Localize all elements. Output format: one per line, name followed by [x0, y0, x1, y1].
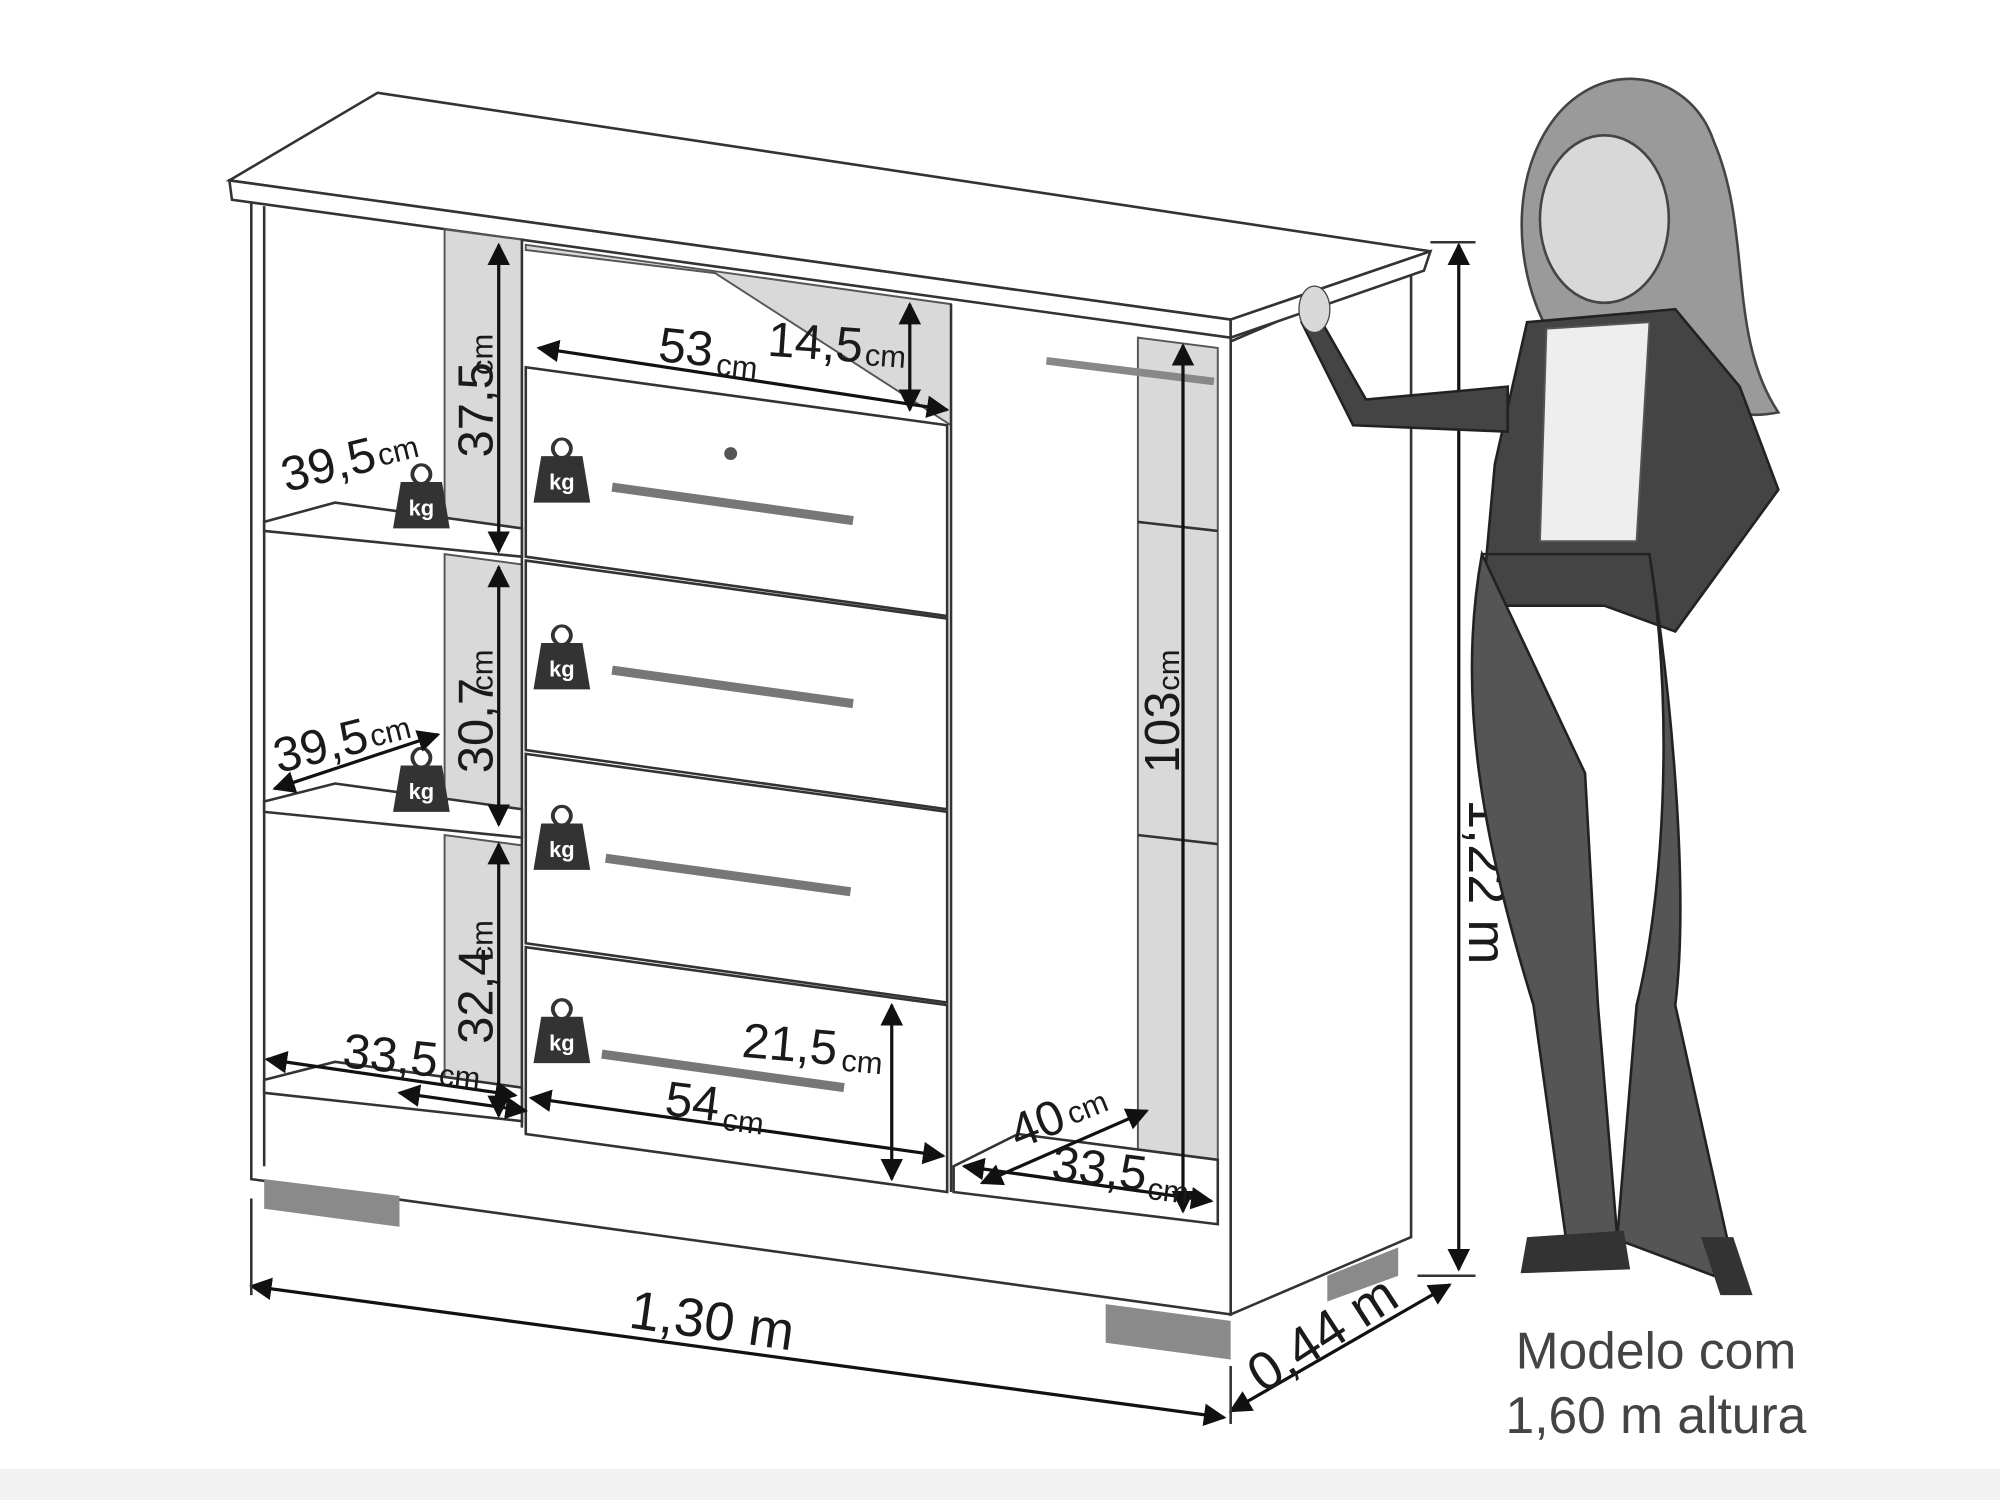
drawer-handle[interactable] — [605, 853, 852, 897]
cabinet-top-side-edge — [1229, 249, 1433, 340]
svg-text:cm: cm — [464, 650, 499, 691]
svg-text:cm: cm — [1146, 1171, 1191, 1211]
label-bottom-left-niche-depth: 33,5cm — [340, 1024, 482, 1096]
label-bottom-left-niche-height: 32,4cm — [449, 920, 503, 1044]
svg-text:32,4: 32,4 — [449, 949, 503, 1044]
caption-line-2: 1,60 m altura — [1506, 1386, 1807, 1444]
shelf-1 — [262, 501, 524, 559]
svg-text:3: 3 — [415, 745, 427, 770]
shoe-right — [1701, 1237, 1753, 1296]
face — [1538, 134, 1671, 305]
svg-text:30,7: 30,7 — [449, 678, 503, 773]
label-door-compartment-depth: 33,5cm — [1049, 1136, 1191, 1211]
weight-badge: 3 kg — [531, 997, 593, 1066]
svg-text:3: 3 — [415, 462, 427, 487]
drawer-handle[interactable] — [611, 482, 854, 526]
blouse — [1538, 321, 1651, 543]
door-compartment-back — [1136, 336, 1219, 1213]
svg-text:kg: kg — [549, 470, 575, 495]
label-total-width: 1,30 m — [626, 1280, 798, 1362]
svg-text:3: 3 — [556, 803, 568, 828]
label-top-center-niche-height: 14,5cm — [766, 313, 908, 375]
svg-text:21,5: 21,5 — [740, 1014, 840, 1076]
svg-text:103: 103 — [1136, 692, 1190, 774]
svg-text:54: 54 — [662, 1072, 723, 1132]
svg-text:cm: cm — [864, 337, 908, 375]
dimension-lines — [249, 240, 1476, 1426]
svg-text:14,5: 14,5 — [766, 313, 865, 374]
lock-icon — [724, 447, 738, 461]
weight-badge: 3 kg — [531, 803, 593, 872]
weight-badge: 3 kg — [531, 623, 593, 692]
pants-left-leg — [1470, 549, 1619, 1239]
svg-text:33,5: 33,5 — [340, 1024, 440, 1088]
bottom-band — [0, 1469, 2000, 1500]
svg-text:kg: kg — [549, 657, 575, 682]
model-woman-illustration — [1298, 77, 1781, 1296]
label-top-left-niche-height: 37,5cm — [449, 334, 503, 458]
svg-text:cm: cm — [715, 347, 760, 386]
svg-text:cm: cm — [721, 1102, 766, 1142]
svg-text:3: 3 — [556, 623, 568, 648]
svg-text:cm: cm — [464, 334, 499, 375]
svg-text:kg: kg — [549, 837, 575, 862]
svg-text:kg: kg — [409, 779, 435, 804]
svg-text:37,5: 37,5 — [449, 362, 503, 457]
svg-text:cm: cm — [840, 1043, 884, 1081]
svg-text:53: 53 — [656, 318, 716, 377]
weight-badge: 3 kg — [391, 462, 452, 531]
caption-line-1: Modelo com — [1516, 1322, 1797, 1380]
drawer-handle[interactable] — [611, 665, 854, 709]
svg-text:33,5: 33,5 — [1049, 1136, 1150, 1201]
label-mid-left-niche-height: 30,7cm — [449, 650, 503, 774]
hand — [1298, 285, 1331, 334]
svg-text:kg: kg — [409, 495, 435, 520]
svg-text:3: 3 — [556, 436, 568, 461]
shoe-left — [1520, 1230, 1631, 1274]
svg-text:cm: cm — [437, 1057, 482, 1096]
foot-left — [264, 1179, 400, 1227]
svg-text:3: 3 — [556, 997, 568, 1022]
drawers — [524, 365, 949, 1194]
weight-badge: 3 kg — [531, 436, 593, 505]
svg-text:kg: kg — [549, 1030, 575, 1055]
svg-text:cm: cm — [464, 920, 499, 961]
drawer-handle[interactable] — [601, 1049, 845, 1093]
svg-text:cm: cm — [1151, 650, 1186, 691]
